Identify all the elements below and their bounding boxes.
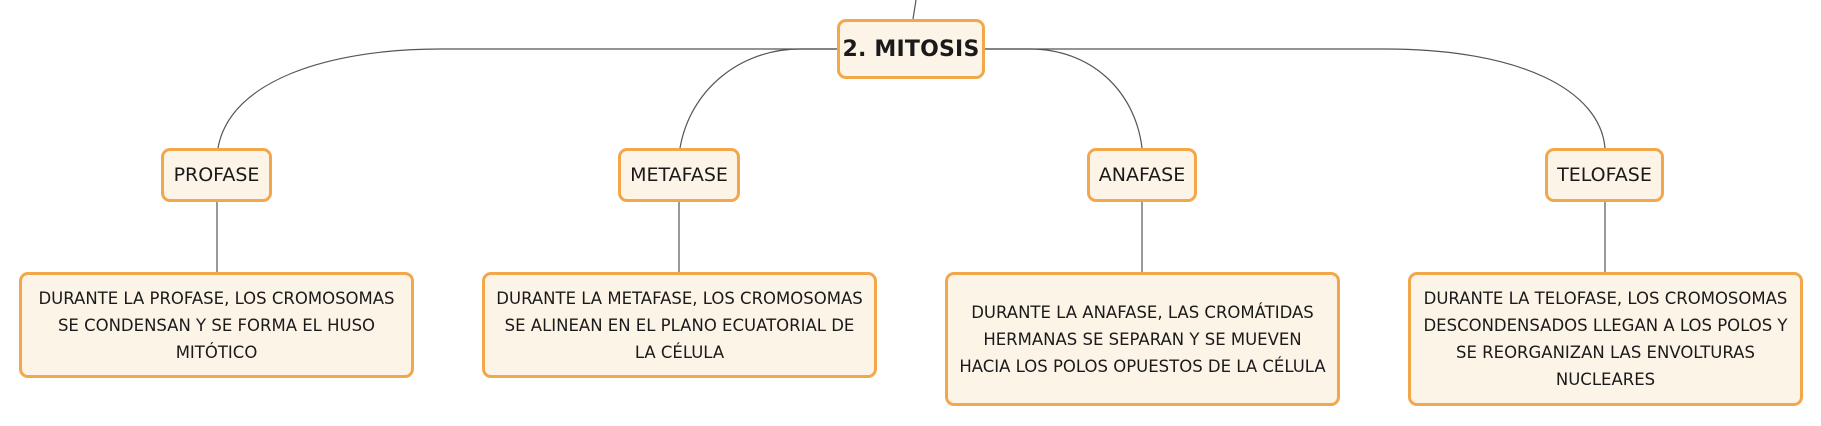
phase-label: ANAFASE <box>1098 164 1186 186</box>
description-node-profase[interactable]: DURANTE LA PROFASE, LOS CROMOSOMAS SE CO… <box>19 272 414 378</box>
phase-label: TELOFASE <box>1557 164 1652 186</box>
phase-node-metafase[interactable]: METAFASE <box>618 148 740 202</box>
description-text: DURANTE LA PROFASE, LOS CROMOSOMAS SE CO… <box>38 288 395 362</box>
description-node-anafase[interactable]: DURANTE LA ANAFASE, LAS CROMÁTIDAS HERMA… <box>945 272 1340 406</box>
connector-root-telofase <box>985 48 1606 149</box>
connector-root-metafase <box>679 48 838 149</box>
phase-label: METAFASE <box>630 164 728 186</box>
description-node-metafase[interactable]: DURANTE LA METAFASE, LOS CROMOSOMAS SE A… <box>482 272 877 378</box>
root-node[interactable]: 2. MITOSIS <box>837 19 985 79</box>
connector-root-profase <box>217 48 838 149</box>
phase-node-anafase[interactable]: ANAFASE <box>1087 148 1197 202</box>
description-text: DURANTE LA TELOFASE, LOS CROMOSOMAS DESC… <box>1423 289 1788 389</box>
description-text: DURANTE LA METAFASE, LOS CROMOSOMAS SE A… <box>496 288 863 362</box>
phase-node-profase[interactable]: PROFASE <box>161 148 272 202</box>
description-node-telofase[interactable]: DURANTE LA TELOFASE, LOS CROMOSOMAS DESC… <box>1408 272 1803 406</box>
connector-parent <box>912 0 917 20</box>
description-text: DURANTE LA ANAFASE, LAS CROMÁTIDAS HERMA… <box>959 302 1326 376</box>
connector-root-anafase <box>985 48 1143 149</box>
phase-node-telofase[interactable]: TELOFASE <box>1545 148 1664 202</box>
phase-label: PROFASE <box>173 164 260 186</box>
root-label: 2. MITOSIS <box>842 36 980 62</box>
